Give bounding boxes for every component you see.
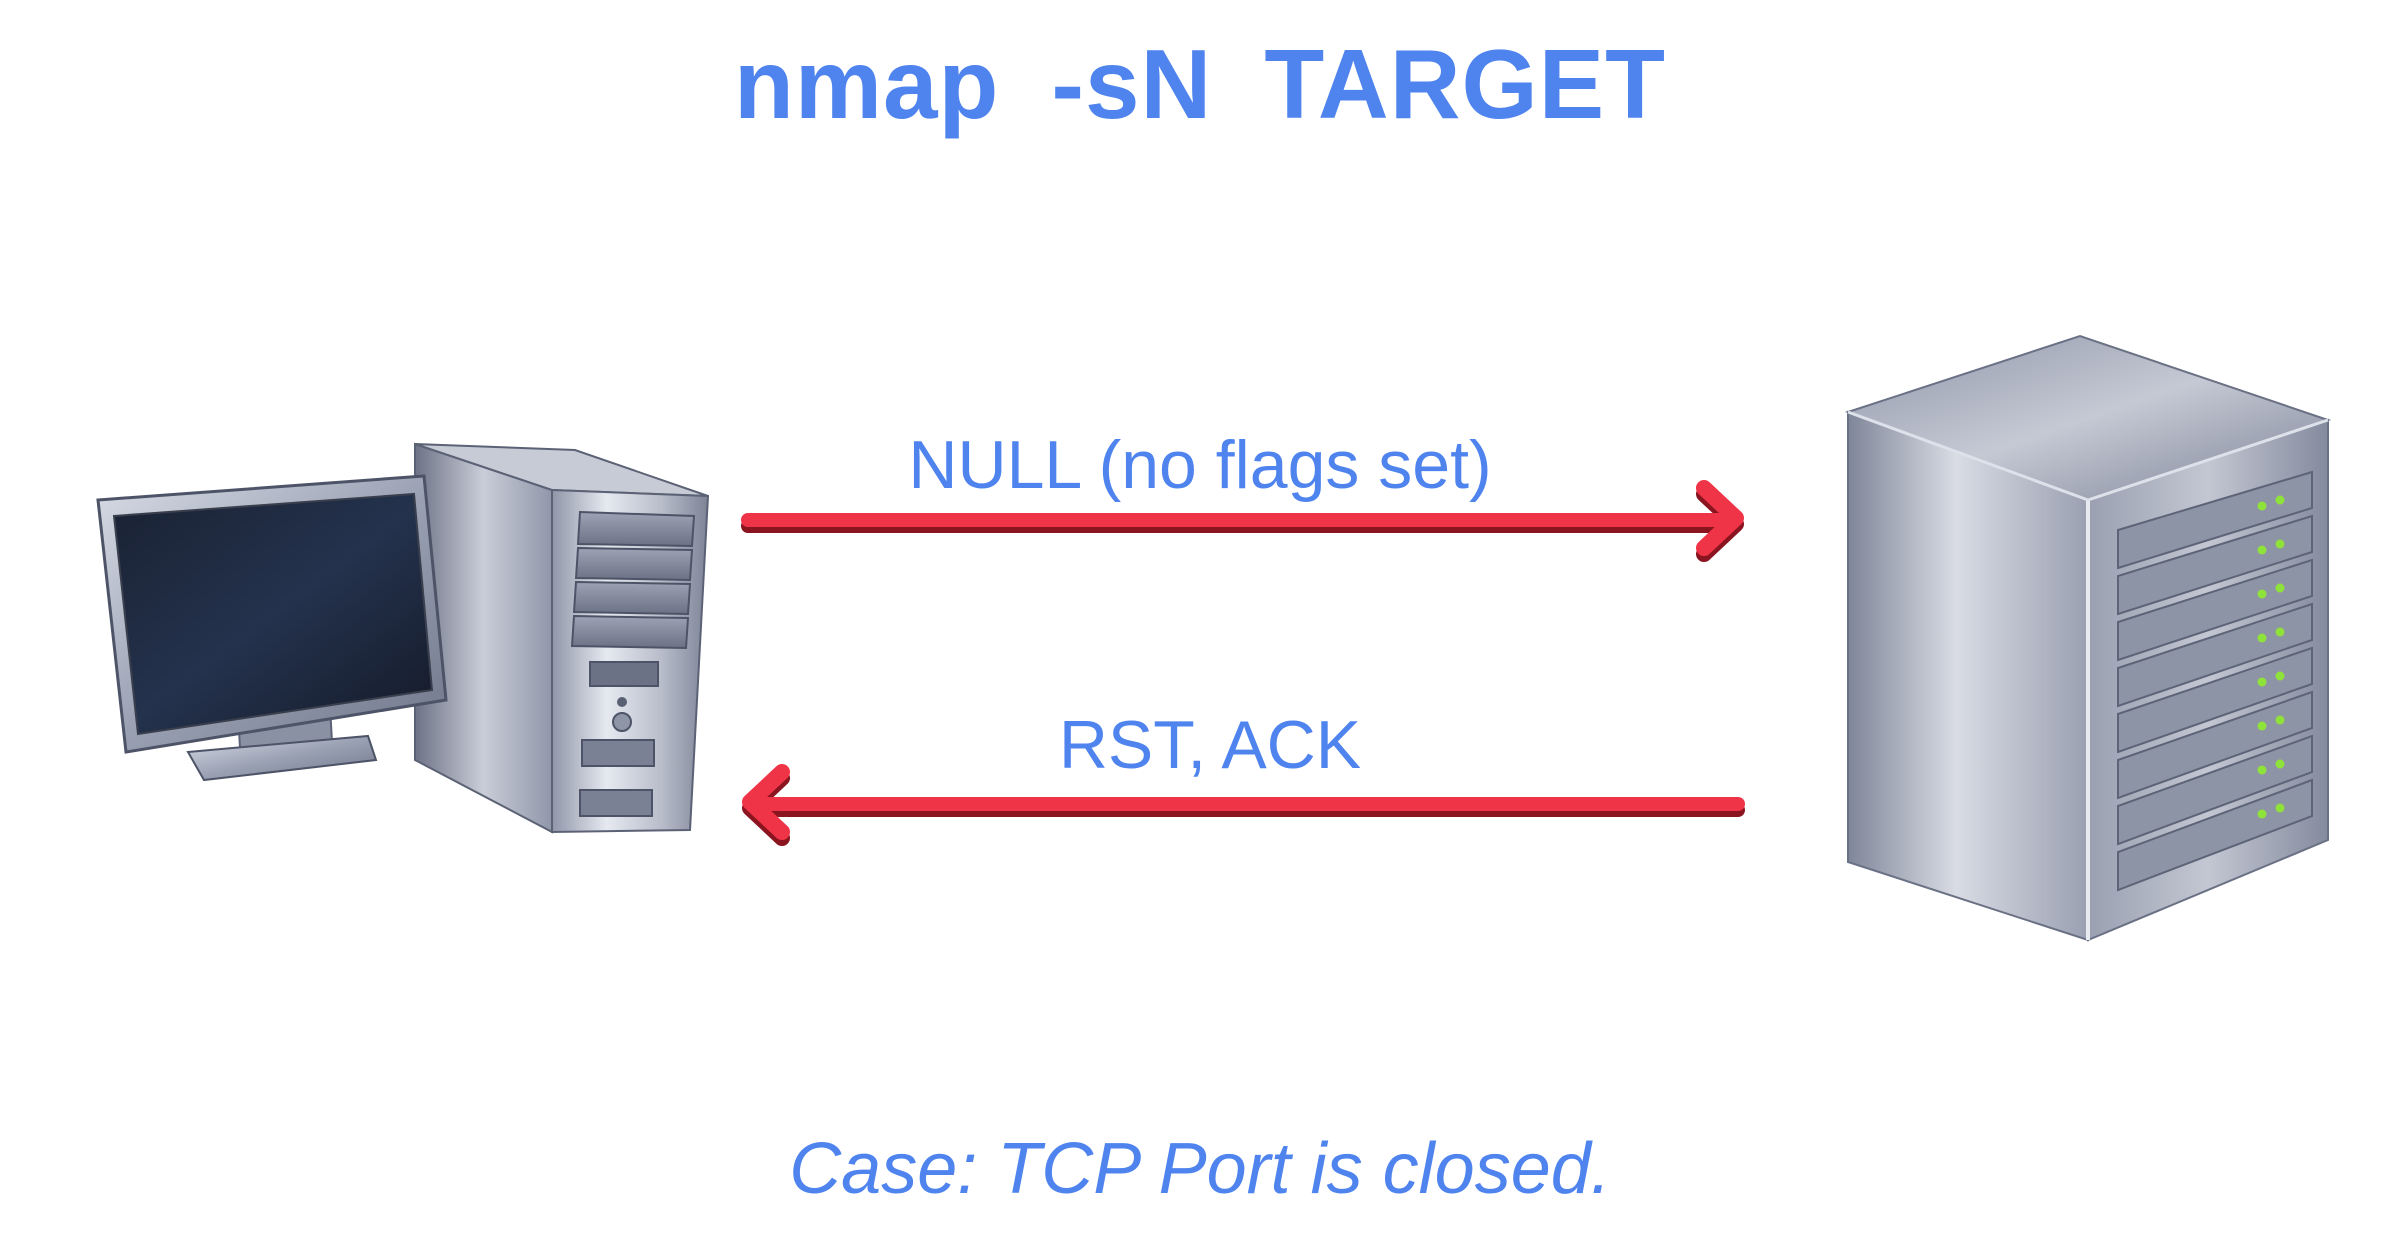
title-flag: -sN <box>1051 29 1213 139</box>
diagram-title: nmap -sN TARGET <box>0 28 2400 141</box>
response-arrow <box>742 764 1745 846</box>
case-caption: Case: TCP Port is closed. <box>789 1129 1611 1209</box>
server-icon <box>1844 334 2332 942</box>
title-target: TARGET <box>1264 29 1666 139</box>
server-rack-units <box>2117 470 2313 892</box>
request-label: NULL (no flags set) <box>908 427 1492 503</box>
request-arrow <box>741 480 1744 562</box>
title-command: nmap <box>734 29 1000 139</box>
response-label: RST, ACK <box>1058 707 1362 783</box>
desktop-computer-icon <box>96 442 710 834</box>
